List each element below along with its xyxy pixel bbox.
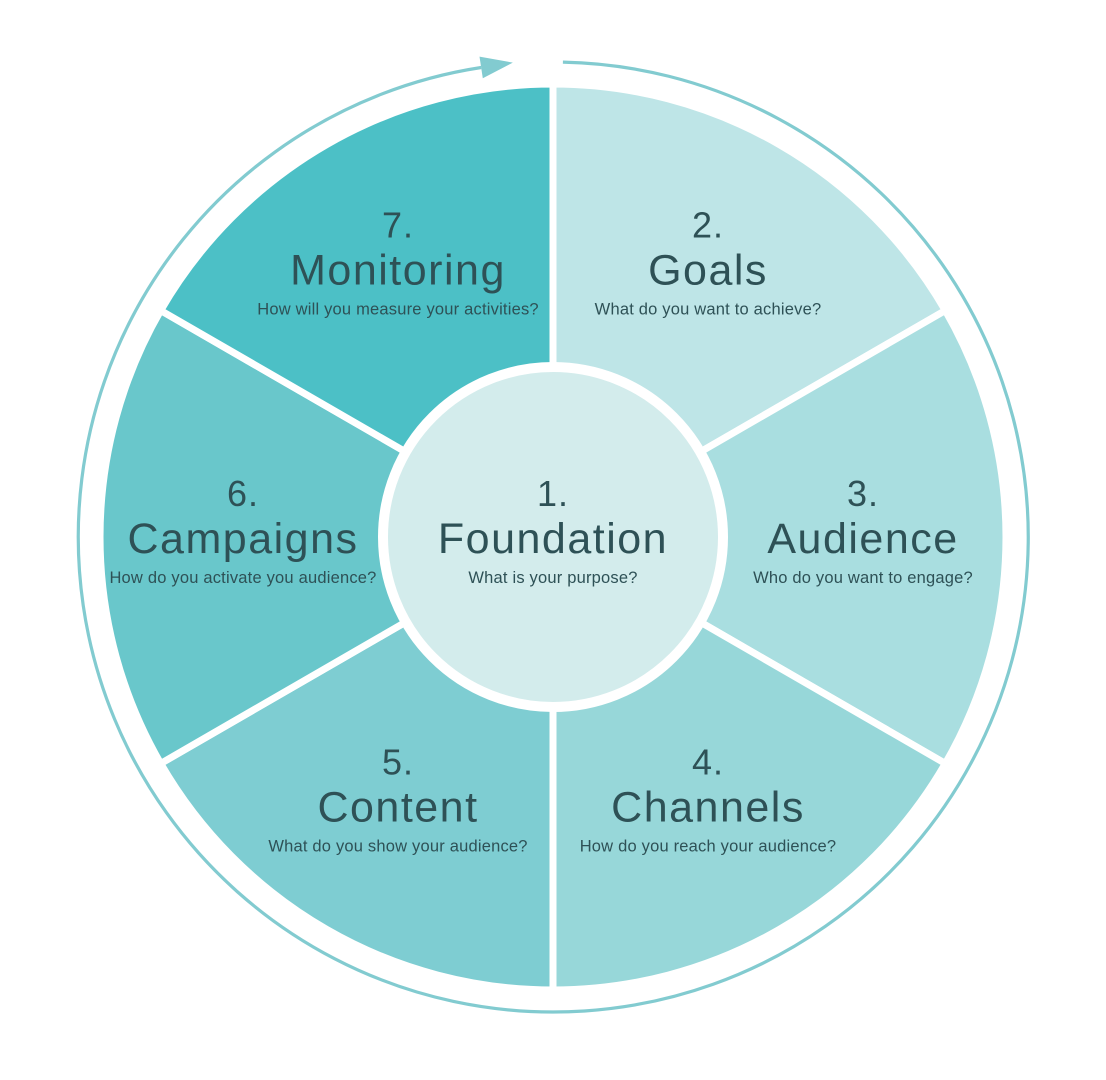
segment-channels-number: 4. (692, 742, 724, 783)
segment-content-number: 5. (382, 742, 414, 783)
cycle-ring (76, 60, 1030, 1014)
segment-campaigns-subtitle: How do you activate you audience? (109, 569, 376, 587)
segment-monitoring-title: Monitoring (290, 247, 506, 295)
segment-foundation-shape (378, 362, 728, 712)
segment-audience-subtitle: Who do you want to engage? (753, 569, 973, 587)
segment-campaigns-title: Campaigns (128, 515, 359, 563)
segment-monitoring-subtitle: How will you measure your activities? (257, 301, 539, 319)
segment-foundation-title: Foundation (438, 515, 668, 563)
segment-content-title: Content (317, 784, 478, 832)
segment-foundation-number: 1. (537, 473, 569, 514)
segment-audience-number: 3. (847, 473, 879, 514)
segment-channels-title: Channels (611, 784, 805, 832)
segment-channels-subtitle: How do you reach your audience? (580, 838, 837, 856)
segment-goals-subtitle: What do you want to achieve? (595, 301, 822, 319)
cycle-arrowhead-icon (479, 56, 513, 79)
segment-content-subtitle: What do you show your audience? (268, 838, 527, 856)
segment-monitoring-number: 7. (382, 205, 414, 246)
segment-goals-number: 2. (692, 205, 724, 246)
segment-goals-title: Goals (648, 247, 768, 295)
segment-campaigns-number: 6. (227, 473, 259, 514)
disc-rim (97, 81, 1009, 993)
segment-audience-title: Audience (767, 515, 958, 563)
segment-foundation-subtitle: What is your purpose? (468, 569, 637, 587)
